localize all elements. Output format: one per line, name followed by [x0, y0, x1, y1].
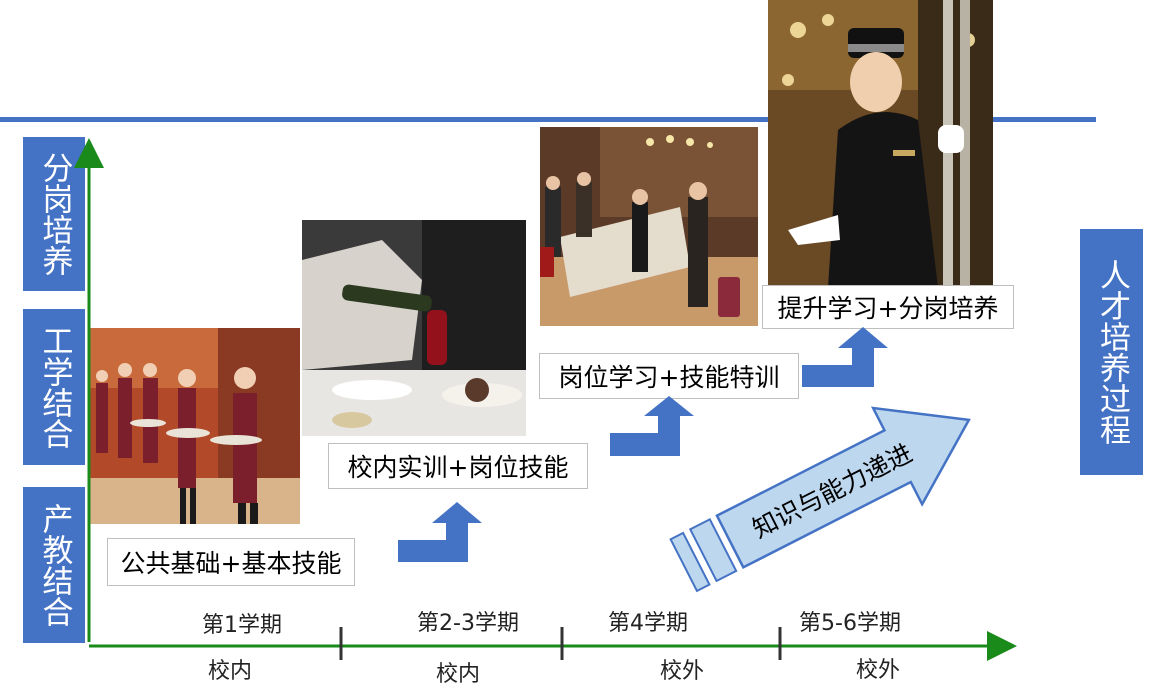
label-gongxue-jiehe: 工学结合: [23, 309, 85, 465]
location-label-2: 校内: [435, 662, 480, 687]
stage-label-1: 公共基础+基本技能: [107, 538, 355, 586]
stage-label-2: 校内实训+岗位技能: [328, 443, 588, 489]
progress-arrow-stripe-1: [669, 531, 711, 593]
photo-doorman: [768, 0, 993, 288]
progress-arrow-body: [715, 406, 971, 570]
location-label-1: 校内: [207, 659, 252, 684]
step-arrow-3: [802, 327, 888, 387]
top-divider-line: [0, 117, 1096, 122]
label-chanjiao-jiehe: 产教结合: [23, 487, 85, 643]
stage-label-3: 岗位学习+技能特训: [539, 353, 799, 399]
photo-staff-serving: [88, 328, 300, 524]
step-arrow-2: [610, 396, 694, 456]
semester-label-1: 第1学期: [202, 613, 282, 638]
location-label-3: 校外: [659, 659, 704, 684]
label-talent-process: 人才培养过程: [1080, 229, 1143, 475]
photo-wine-service: [302, 220, 526, 436]
semester-label-4: 第5-6学期: [799, 611, 901, 636]
photo-front-desk: [540, 127, 758, 326]
semester-label-3: 第4学期: [608, 611, 688, 636]
location-label-4: 校外: [855, 658, 900, 683]
step-arrow-1: [398, 502, 482, 562]
stage-label-4: 提升学习+分岗培养: [762, 285, 1014, 329]
progress-arrow-stripe-2: [688, 517, 738, 583]
semester-label-2: 第2-3学期: [417, 611, 519, 636]
